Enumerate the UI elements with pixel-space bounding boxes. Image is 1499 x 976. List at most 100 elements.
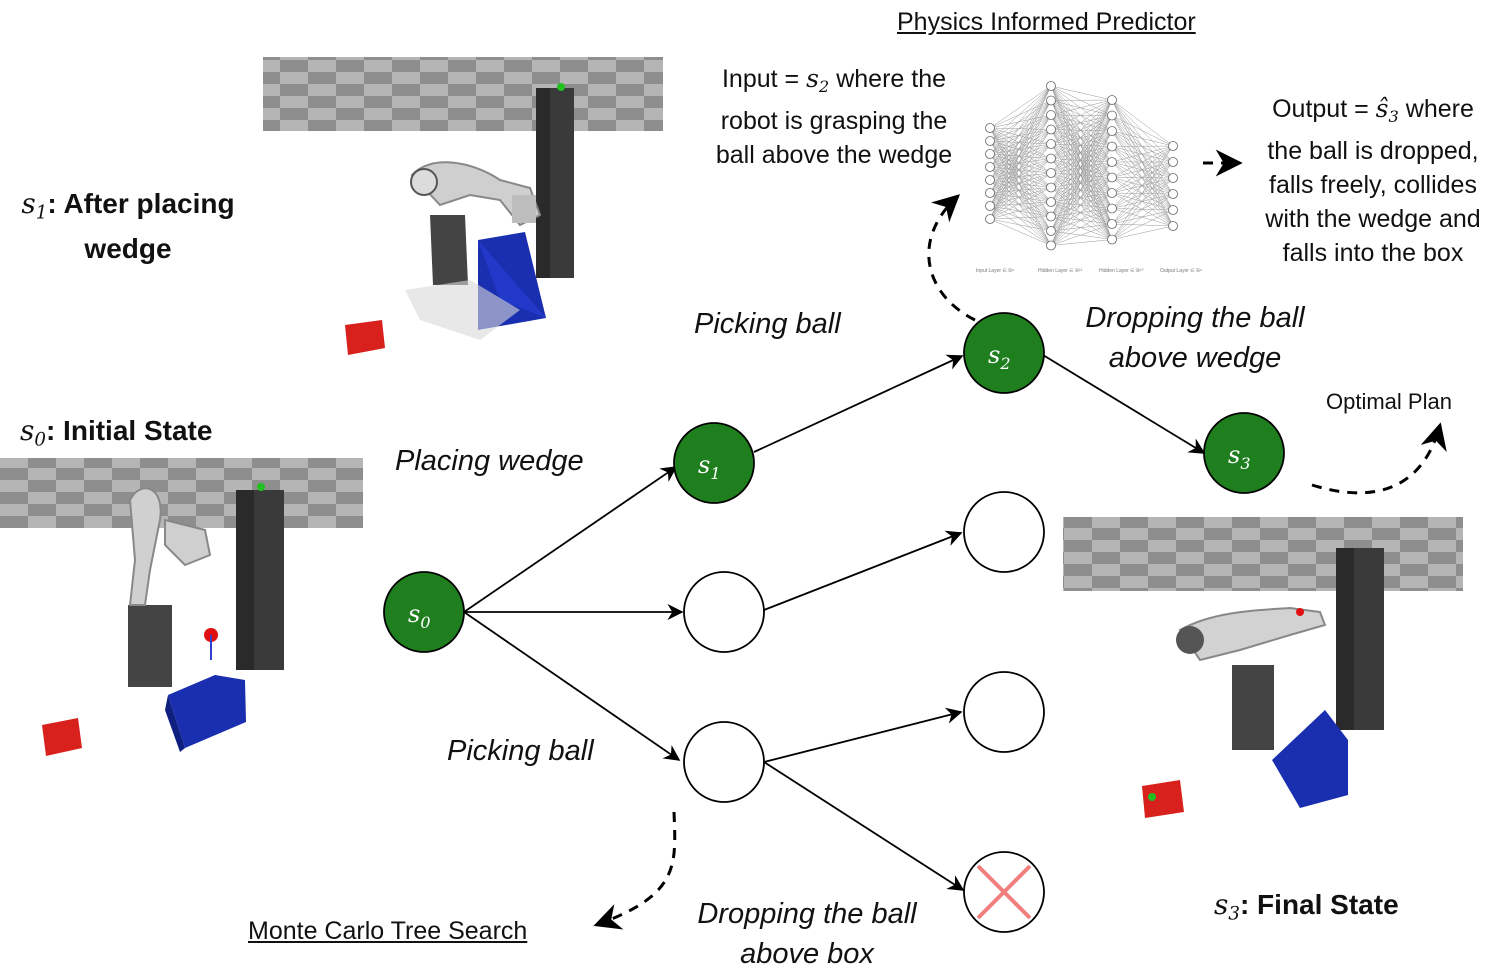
edge-label-picking-ball-top: Picking ball — [694, 308, 841, 340]
nn-connection — [1050, 99, 1113, 188]
nn-connection — [989, 172, 1052, 207]
nn-neuron — [985, 201, 995, 211]
nn-connection — [989, 114, 1052, 181]
nn-connection — [1050, 114, 1113, 240]
nn-connection — [1111, 145, 1174, 147]
nn-neuron — [1046, 110, 1056, 120]
nn-connection — [1050, 114, 1113, 163]
nn-connection — [989, 85, 1052, 181]
nn-connection — [989, 114, 1052, 207]
node-unexplored-low — [683, 721, 765, 803]
nn-connection — [1050, 130, 1113, 246]
nn-connection — [1050, 161, 1113, 203]
nn-neuron — [985, 136, 995, 146]
nn-connection — [1050, 100, 1113, 147]
nn-connection — [989, 158, 1052, 220]
nn-connection — [1050, 129, 1113, 132]
nn-connection — [989, 205, 1052, 246]
node-s0-label: s0 — [408, 600, 431, 632]
nn-connection — [1050, 143, 1113, 194]
nn-connection — [1050, 161, 1113, 232]
nn-connection — [989, 140, 1052, 174]
nn-neuron — [1107, 203, 1117, 214]
nn-connection — [1050, 129, 1113, 240]
nn-connection — [1050, 158, 1113, 194]
nn-connection — [1050, 161, 1113, 217]
nn-neuron — [1107, 172, 1117, 183]
nn-connection — [1050, 158, 1113, 240]
nn-connection — [1050, 114, 1113, 225]
nn-connection — [989, 143, 1052, 168]
nn-connection — [989, 158, 1052, 207]
nn-neuron — [1107, 188, 1117, 198]
nn-layer-label-hidden1: Hidden Layer ∈ ℝ¹² — [1038, 268, 1083, 274]
nn-connection — [1111, 145, 1174, 240]
state-s0-caption: s0: Initial State — [20, 414, 213, 451]
nn-connection — [1111, 99, 1174, 147]
nn-connection — [989, 218, 1052, 232]
nn-connection — [1050, 129, 1113, 194]
nn-connection — [1050, 161, 1113, 174]
nn-connection — [989, 100, 1052, 129]
nn-connection — [989, 205, 1052, 217]
nn-connection — [1050, 99, 1113, 145]
nn-connection — [989, 179, 1052, 203]
nn-connection — [1050, 223, 1113, 246]
nn-neuron — [1046, 153, 1056, 164]
nn-connection — [989, 153, 1052, 174]
nn-connection — [989, 114, 1052, 168]
nn-connection — [1050, 99, 1113, 203]
nn-connection — [989, 172, 1052, 220]
nn-connection — [989, 100, 1052, 207]
nn-connection — [1050, 172, 1113, 240]
nn-connection — [1050, 187, 1113, 225]
nn-connection — [1050, 187, 1113, 240]
node-s2 — [963, 312, 1045, 394]
edge-label-dropping-above-wedge: Dropping the ball above wedge — [1085, 302, 1305, 374]
nn-connection — [989, 85, 1052, 142]
nn-neuron — [1107, 110, 1117, 121]
nn-neuron — [1107, 126, 1117, 136]
nn-connection — [1050, 100, 1113, 116]
neural-network-figure — [985, 81, 1178, 251]
nn-connection — [989, 114, 1052, 194]
nn-connection — [989, 143, 1052, 194]
nn-connection — [989, 129, 1052, 207]
nn-connection — [989, 129, 1052, 168]
nn-connection — [989, 187, 1052, 194]
nn-connection — [989, 129, 1052, 181]
nn-connection — [1050, 114, 1113, 194]
node-labels: s0 s1 s2 s3 — [408, 341, 1251, 632]
nn-connection — [989, 143, 1052, 207]
nn-connection — [1050, 172, 1113, 178]
nn-connection — [1050, 129, 1113, 209]
nn-connection — [1050, 115, 1113, 159]
nn-neuron — [1168, 189, 1178, 199]
nn-connection — [1050, 99, 1113, 232]
mcts-label: Monte Carlo Tree Search — [248, 917, 528, 945]
nn-neuron — [1168, 141, 1178, 151]
nn-connection — [1050, 172, 1113, 225]
nn-connection — [1050, 115, 1113, 246]
nn-connection — [1050, 85, 1113, 132]
nn-connection — [1050, 99, 1113, 217]
nn-connection — [989, 143, 1052, 155]
nn-connection — [1050, 100, 1113, 209]
node-s3 — [1203, 412, 1285, 494]
nn-connection — [1050, 99, 1113, 101]
sim-screenshot-s0 — [0, 458, 363, 756]
nn-connection — [1050, 146, 1113, 217]
nn-connection — [1050, 208, 1113, 246]
nn-connection — [1050, 201, 1113, 225]
nn-neuron — [1046, 139, 1056, 149]
nn-connection — [1050, 130, 1113, 145]
nn-connection — [1050, 143, 1113, 178]
nn-connection — [989, 127, 1052, 145]
nn-connection — [989, 100, 1052, 194]
nn-connection — [1050, 85, 1113, 116]
nn-neuron — [1168, 221, 1178, 231]
nn-connection — [989, 140, 1052, 145]
nn-connection — [989, 187, 1052, 207]
nn-connection — [1050, 130, 1113, 203]
